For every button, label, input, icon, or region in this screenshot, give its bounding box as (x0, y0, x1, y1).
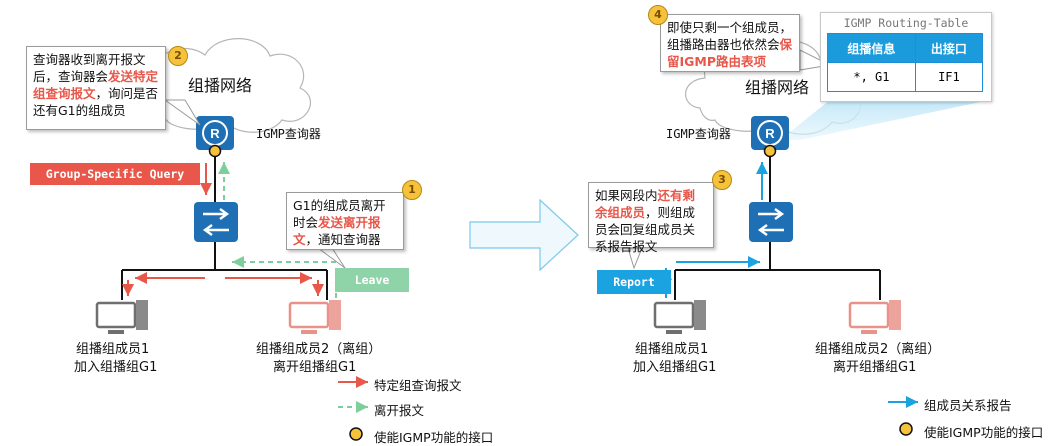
callout4-text: 即使只剩一个组成员，组播路由器也依然会 (667, 20, 793, 52)
legend-interface-left: 使能IGMP功能的接口 (374, 430, 494, 445)
callout-step1: G1的组成员离开时会发送离开报文，通知查询器 (286, 192, 404, 250)
badge-step1: 1 (402, 180, 422, 200)
routing-table-cell-group: *, G1 (827, 62, 916, 92)
routing-table-grid: 组播信息 出接口 *, G1 IF1 (827, 33, 984, 92)
callout4-highlight: 保留IGMP路由表项 (667, 37, 793, 69)
member2-right-line1: 组播组成员2（离组） (815, 342, 941, 357)
interface-dot-left (208, 144, 222, 158)
table-beam (780, 100, 990, 140)
routing-table-cell-interface: IF1 (914, 62, 984, 92)
callout2-text-end: ，询问是否还有G1的组成员 (33, 86, 159, 118)
member1-left-line2: 加入组播组G1 (74, 360, 158, 375)
callout-step4: 即使只剩一个组成员，组播路由器也依然会保留IGMP路由表项 (660, 14, 800, 72)
transition-arrow (469, 198, 579, 272)
badge-step2: 2 (168, 46, 188, 66)
member2-left-line2: 离开组播组G1 (273, 360, 357, 375)
pc-member1-right (653, 300, 706, 334)
callout3-text-end: ，则组成员会回复组成员关系报告报文 (595, 205, 696, 254)
query-label-box: Group-Specific Query (30, 163, 200, 185)
igmp-routing-table: IGMP Routing-Table 组播信息 出接口 *, G1 IF1 (820, 12, 992, 102)
member2-left-line1: 组播组成员2（离组） (256, 342, 382, 357)
router-right: R (751, 116, 789, 158)
routing-table-header-interface: 出接口 (914, 33, 984, 63)
switch-right (749, 202, 793, 242)
router-left: R (196, 116, 234, 158)
badge-step3: 3 (712, 170, 732, 190)
pc-member2-left (288, 300, 341, 334)
legend-report: 组成员关系报告 (924, 398, 1012, 413)
badge-step4: 4 (648, 5, 668, 25)
callout1-text: G1的组成员离开时会 (293, 198, 386, 230)
legend-query: 特定组查询报文 (374, 378, 462, 393)
cloud-label-right: 组播网络 (745, 78, 810, 97)
svg-text:R: R (765, 126, 775, 141)
member2-right-line2: 离开组播组G1 (833, 360, 917, 375)
legend-leave: 离开报文 (374, 403, 425, 418)
leave-label-box: Leave (335, 268, 409, 292)
callout-step3: 如果网段内还有剩余组成员，则组成员会回复组成员关系报告报文 (588, 182, 714, 254)
callout3-text: 如果网段内 (595, 188, 658, 203)
svg-text:R: R (210, 126, 220, 141)
callout2-highlight: 发送特定组查询报文 (33, 69, 159, 101)
pc-member1-left (95, 300, 148, 334)
legend-interface-right: 使能IGMP功能的接口 (924, 425, 1044, 440)
interface-dot-right (763, 144, 777, 158)
pc-member2-right (848, 300, 901, 334)
querier-label-right: IGMP查询器 (666, 127, 731, 141)
member1-right-line1: 组播组成员1 (635, 342, 709, 357)
cloud-label-left: 组播网络 (188, 76, 253, 95)
callout1-highlight: 发送离开报文 (293, 215, 381, 247)
switch-left (194, 202, 238, 242)
member1-left-line1: 组播组成员1 (76, 342, 150, 357)
callout3-highlight: 还有剩余组成员 (595, 188, 696, 220)
routing-table-header-group: 组播信息 (827, 33, 916, 63)
routing-table-title: IGMP Routing-Table (843, 16, 969, 30)
callout1-text-end: ，通知查询器 (305, 232, 381, 247)
querier-label-left: IGMP查询器 (256, 127, 321, 141)
member1-right-line2: 加入组播组G1 (633, 360, 717, 375)
report-label-box: Report (597, 270, 671, 294)
callout-step2: 查询器收到离开报文后，查询器会发送特定组查询报文，询问是否还有G1的组成员 (26, 46, 166, 130)
callout2-text: 查询器收到离开报文后，查询器会 (33, 52, 146, 84)
